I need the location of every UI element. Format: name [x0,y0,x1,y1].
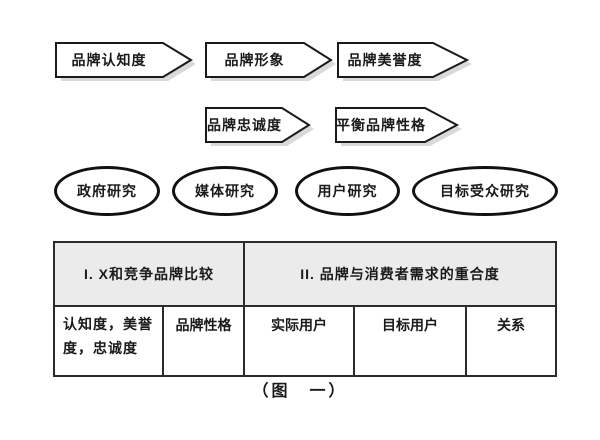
arrow-label: 品牌忠诚度 [207,117,282,133]
ellipse-label: 政府研究 [77,183,137,199]
table-header-consumer-overlap: II. 品牌与消费者需求的重合度 [245,243,555,305]
pentagon-arrow-shape [337,42,472,81]
arrow-brand-loyalty: 品牌忠诚度 [205,107,316,149]
table-cell-actual-users: 实际用户 [245,307,353,375]
table-header-competitor-comparison: I. X和竞争品牌比较 [55,243,243,305]
pentagon-arrow-shape [205,107,314,146]
pentagon-arrow-shape [55,42,196,81]
pentagon-arrow-shape [335,107,462,146]
ellipse-label: 目标受众研究 [440,183,530,199]
table-cell-relationship: 关系 [467,307,555,375]
arrow-brand-awareness: 品牌认知度 [55,42,198,84]
figure-caption: （图 一） [252,383,348,400]
ellipse-target-audience-research: 目标受众研究 [412,166,558,216]
arrow-brand-reputation: 品牌美誉度 [337,42,474,84]
ellipse-government-research: 政府研究 [54,166,160,216]
arrow-balanced-brand-personality: 平衡品牌性格 [335,107,464,149]
table-cell-target-users: 目标用户 [355,307,465,375]
table-cell-brand-personality: 品牌性格 [164,307,243,375]
arrow-label: 品牌认知度 [71,52,147,68]
ellipse-label: 用户研究 [317,183,378,199]
arrow-brand-image: 品牌形象 [205,42,338,84]
arrow-label: 平衡品牌性格 [336,117,426,133]
arrow-label: 品牌形象 [224,52,285,68]
table-cell-awareness-reputation-loyalty: 认知度，美誉度，忠诚度 [55,307,162,375]
pentagon-arrow-shape [205,42,336,81]
arrow-label: 品牌美誉度 [347,52,423,68]
ellipse-media-research: 媒体研究 [172,166,278,216]
ellipse-label: 媒体研究 [195,183,255,199]
ellipse-user-research: 用户研究 [295,166,400,216]
comparison-table: I. X和竞争品牌比较 II. 品牌与消费者需求的重合度 认知度，美誉度，忠诚度… [53,241,557,377]
